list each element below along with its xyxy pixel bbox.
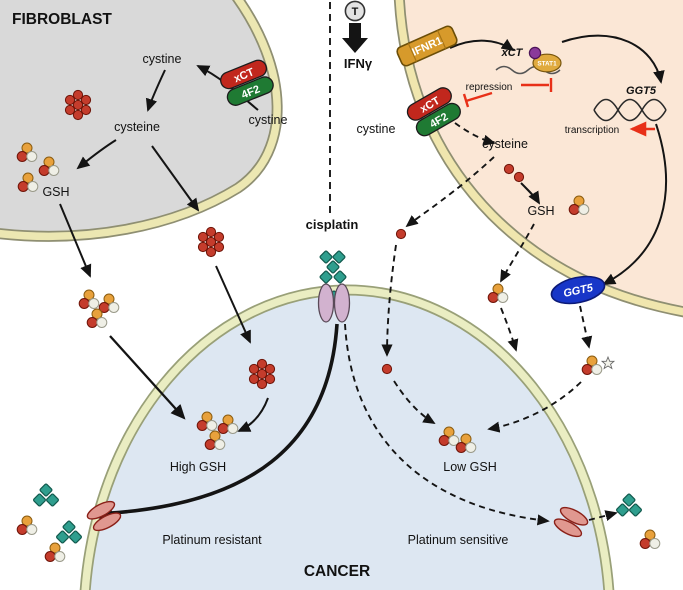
cysteine-pool	[198, 227, 223, 256]
dashed-gsh-to-cancer	[500, 307, 519, 352]
fibroblast-title: FIBROBLAST	[12, 11, 112, 28]
ifn-gamma-label: IFNγ	[344, 56, 373, 71]
arrow-stat1-to-dna	[561, 34, 665, 84]
gsh-stroma-label: GSH	[527, 204, 554, 218]
red-molecule-single	[503, 163, 515, 175]
gsh-molecule	[581, 355, 603, 375]
cisplatin-cluster	[56, 520, 82, 543]
gsh-molecule	[78, 289, 100, 309]
gsh-molecule	[98, 293, 120, 313]
dashed-dot-to-lowgsh	[393, 380, 436, 424]
dipeptide-star-icon	[600, 355, 616, 370]
arrow-pool-to-cancer	[215, 265, 251, 344]
t-cell: T	[344, 0, 366, 22]
low-gsh-label: Low GSH	[443, 460, 497, 474]
promoter-wavy-line	[495, 65, 561, 75]
high-gsh-label: High GSH	[170, 460, 226, 474]
dashed-xct-to-cysteine	[454, 122, 496, 146]
cysteine-stroma-label: cysteine	[482, 137, 528, 151]
stat1-label: STAT1	[537, 61, 557, 68]
arrow-pool-to-highgsh	[237, 397, 269, 432]
transcription-label: transcription	[565, 125, 619, 136]
xct-4f2-transporter-fibroblast: xCT 4F2	[220, 59, 274, 106]
ggt5-gene-label: GGT5	[626, 85, 657, 97]
cancer-title: CANCER	[304, 563, 370, 580]
cysteine-fibroblast-label: cysteine	[114, 120, 160, 134]
exporter-left	[86, 500, 122, 532]
red-molecule-single	[395, 228, 407, 240]
arrow-cysteine-to-gsh	[76, 139, 117, 170]
arrow-ifnr-to-stat1	[449, 38, 515, 52]
arrow-cystine-to-cysteine	[145, 69, 166, 112]
dashed-export-right	[588, 510, 618, 522]
cystine-external-label: cystine	[249, 113, 288, 127]
xct-gene-label: xCT	[501, 47, 524, 59]
ifn-thick-arrow	[342, 23, 368, 53]
repression-label: repression	[466, 82, 513, 93]
dashed-ggt5-cleave	[579, 305, 593, 349]
gsh-molecule	[16, 515, 38, 535]
cisplatin-cluster	[319, 250, 346, 283]
red-molecule-single	[513, 171, 525, 183]
arrow-cysteine-to-pool	[151, 145, 200, 212]
stat1-phospho-ball	[528, 46, 542, 60]
arrow-dots-to-gsh-right	[520, 182, 541, 205]
cisplatin-cluster	[616, 493, 642, 516]
cystine-stroma-label: cystine	[357, 122, 396, 136]
dashed-dipeptide-to-lowgsh	[487, 381, 582, 433]
arrow-gsh-to-cancer	[109, 335, 186, 420]
platinum-resistant-label: Platinum resistant	[162, 533, 262, 547]
cisplatin-cluster	[33, 483, 59, 506]
gsh-molecule	[487, 283, 509, 303]
repression-tbar-xct-cap	[462, 93, 470, 108]
dashed-cysteine-down-1	[405, 156, 495, 228]
arrow-gsh-export-left	[59, 203, 92, 278]
gsh-molecule	[44, 542, 66, 562]
red-molecule-single	[381, 363, 393, 375]
dna-helix	[593, 98, 667, 122]
t-cell-label: T	[352, 6, 359, 18]
cisplatin-label: cisplatin	[306, 217, 359, 232]
exporter-right	[553, 506, 589, 538]
dashed-cysteine-down-2	[381, 244, 397, 357]
stat1-body	[532, 53, 562, 73]
gsh-molecule	[639, 529, 661, 549]
arrow-dna-to-ggt5	[602, 123, 667, 285]
ifnr1-receptor: IFNR1	[396, 25, 458, 67]
gsh-fibroblast-label: GSH	[42, 185, 69, 199]
repression-tbar-xct	[465, 91, 493, 103]
dashed-platinum-sensitive-curve	[344, 323, 550, 526]
fibroblast-cell	[0, 0, 283, 242]
ggt5-enzyme: GGT5	[550, 275, 606, 305]
xct-gene-complex: STAT1	[495, 46, 562, 75]
cisplatin-channel	[317, 283, 351, 323]
platinum-sensitive-label: Platinum sensitive	[408, 533, 509, 547]
arrow-platinum-resistant-curve	[88, 323, 339, 524]
cystine-internal-label: cystine	[143, 52, 182, 66]
